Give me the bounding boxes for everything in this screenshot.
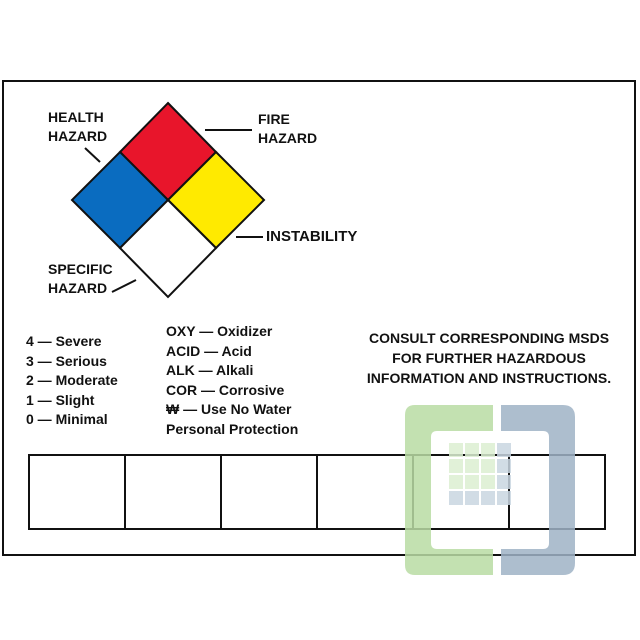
blank-box (124, 454, 222, 530)
specific-leader-line (111, 279, 137, 293)
health-leader-line (84, 147, 101, 163)
rating-item: 0 — Minimal (26, 411, 108, 427)
rating-item: 1 — Slight (26, 391, 95, 408)
code-item: COR — Corrosive (166, 381, 285, 398)
code-item: OXY — Oxidizer (166, 323, 273, 339)
special-code-legend: OXY — Oxidizer ACID — Acid ALK — Alkali … (166, 322, 298, 439)
rating-item: 2 — Moderate (26, 372, 118, 388)
blank-box (220, 454, 318, 530)
rating-item: 3 — Serious (26, 352, 107, 369)
fire-hazard-label: FIRE HAZARD (258, 111, 318, 146)
blank-box (28, 454, 126, 530)
blank-box (316, 454, 414, 530)
code-item: ACID — Acid (166, 342, 252, 359)
code-item: Personal Protection (166, 420, 299, 437)
code-item: ₩ — Use No Water (166, 401, 292, 417)
code-item: ALK — Alkali (166, 362, 254, 378)
watermark-grid (449, 443, 511, 505)
rating-legend: 4 — Severe 3 — Serious 2 — Moderate 1 — … (26, 332, 118, 430)
instability-label: INSTABILITY (266, 228, 358, 245)
rating-item: 4 — Severe (26, 333, 102, 349)
nfpa-diamond (70, 101, 266, 299)
watermark-logo (405, 405, 575, 575)
specific-hazard-label: SPECIFIC HAZARD (48, 261, 113, 296)
watermark-blue-bracket (501, 405, 575, 575)
watermark-green-bracket (405, 405, 493, 575)
hazard-label-card: HEALTH HAZARD FIRE HAZARD INSTABILITY SP… (2, 80, 636, 556)
specific-hazard-square (118, 198, 218, 299)
consult-msds-notice: CONSULT CORRESPONDING MSDS FOR FURTHER H… (366, 330, 612, 386)
health-hazard-label: HEALTH HAZARD (48, 109, 108, 144)
